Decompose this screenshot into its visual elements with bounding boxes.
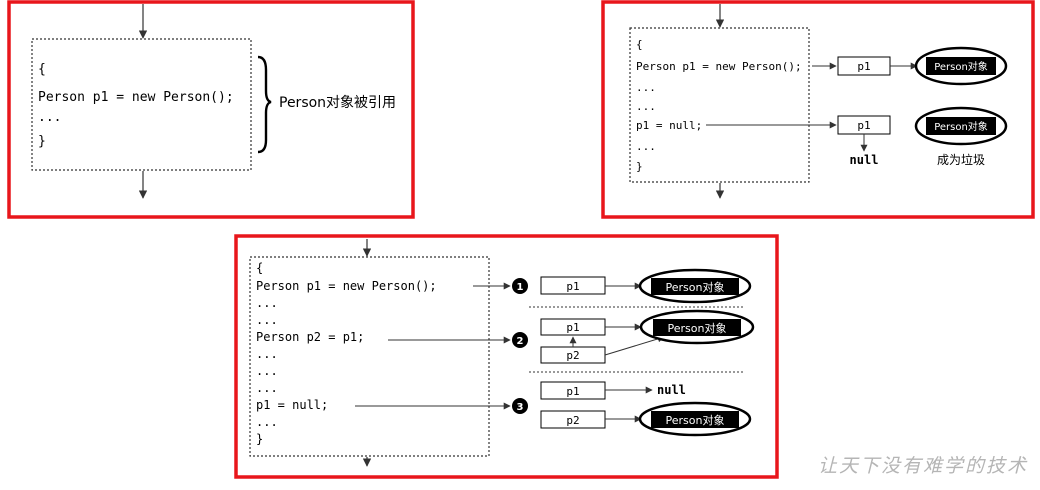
code-line: Person p1 = new Person(); — [38, 90, 234, 105]
panel-3: { Person p1 = new Person(); ... ... Pers… — [234, 234, 779, 479]
object-tag — [926, 57, 996, 75]
code-block — [249, 256, 490, 457]
code-line: ... — [38, 110, 61, 125]
null-label: null — [850, 153, 879, 167]
referenced-note: Person对象被引用 — [279, 95, 396, 111]
diagonal-arrow-icon — [604, 335, 665, 356]
code-line: Person p2 = p1; — [256, 330, 364, 344]
code-line: } — [256, 432, 263, 446]
code-line: { — [38, 62, 46, 77]
step-marker-icon — [512, 278, 528, 294]
step-number: 3 — [517, 402, 524, 413]
reference-label: p1 — [566, 321, 579, 334]
reference-label: p2 — [566, 349, 579, 362]
code-line: ... — [256, 296, 278, 310]
step-number: 1 — [517, 282, 524, 293]
object-tag — [653, 319, 741, 336]
code-line: { — [256, 261, 263, 275]
panel-1: { Person p1 = new Person(); ... } Person… — [7, 0, 415, 219]
object-label: Person对象 — [934, 60, 988, 73]
code-line: p1 = null; — [636, 119, 702, 132]
reference-label: p1 — [857, 60, 870, 73]
code-block — [629, 27, 810, 183]
curly-brace-icon — [257, 55, 272, 154]
panel-1-frame — [7, 0, 415, 219]
code-line: Person p1 = new Person(); — [636, 60, 802, 73]
code-line: ... — [256, 381, 278, 395]
code-line: ... — [636, 81, 656, 94]
reference-label: p1 — [857, 119, 870, 132]
step-number: 2 — [517, 336, 524, 347]
code-line: ... — [256, 347, 278, 361]
step-marker-icon — [512, 398, 528, 414]
object-tag — [651, 411, 739, 428]
watermark-text: 让天下没有难学的技术 — [818, 455, 1028, 477]
reference-label: p1 — [566, 280, 579, 293]
step-marker-icon — [512, 332, 528, 348]
code-block — [31, 38, 252, 171]
code-line: ... — [636, 140, 656, 153]
code-line: { — [636, 38, 643, 51]
object-label: Person对象 — [666, 413, 725, 427]
null-label: null — [657, 383, 686, 397]
code-line: p1 = null; — [256, 398, 328, 412]
panel-3-frame — [234, 234, 779, 479]
object-label: Person对象 — [666, 280, 725, 294]
code-line: } — [38, 134, 46, 149]
code-line: ... — [256, 313, 278, 327]
code-line: Person p1 = new Person(); — [256, 279, 437, 293]
object-label: Person对象 — [934, 120, 988, 133]
garbage-label: 成为垃圾 — [937, 152, 985, 167]
code-line: ... — [636, 100, 656, 113]
code-line: ... — [256, 364, 278, 378]
object-tag — [651, 278, 739, 295]
reference-label: p2 — [566, 414, 579, 427]
code-line: ... — [256, 415, 278, 429]
code-line: } — [636, 160, 643, 173]
object-label: Person对象 — [668, 321, 727, 335]
panel-2-frame — [601, 0, 1035, 219]
panel-2: { Person p1 = new Person(); ... ... p1 =… — [601, 0, 1035, 219]
object-tag — [926, 117, 996, 135]
reference-label: p1 — [566, 385, 579, 398]
